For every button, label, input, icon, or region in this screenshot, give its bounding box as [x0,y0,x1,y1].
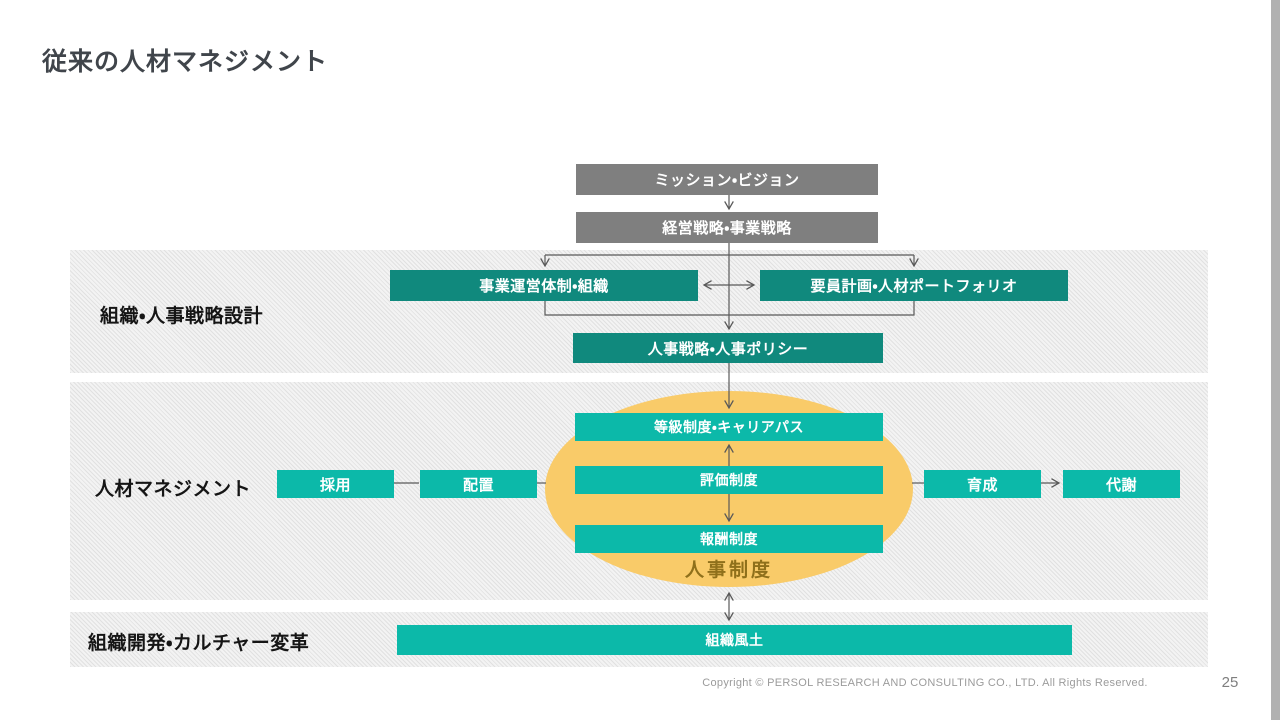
box-evaluation-system: 評価制度 [575,466,883,494]
box-compensation-system: 報酬制度 [575,525,883,553]
box-business-structure: 事業運営体制・組織 [390,270,698,301]
box-mission-vision: ミッション・ビジョン [576,164,878,195]
box-workforce-portfolio: 要員計画・人材ポートフォリオ [760,270,1068,301]
box-turnover: 代謝 [1063,470,1180,498]
box-org-climate: 組織風土 [397,625,1072,655]
right-edge-strip [1271,0,1280,720]
box-recruit: 採用 [277,470,394,498]
label-strategy-design: 組織・人事戦略設計 [100,306,263,327]
page-number: 25 [1221,674,1239,691]
box-grade-system: 等級制度・キャリアパス [575,413,883,441]
box-hr-policy: 人事戦略・人事ポリシー [573,333,883,363]
label-talent-management: 人材マネジメント [95,479,252,500]
box-management-strategy: 経営戦略・事業戦略 [576,212,878,243]
slide-title: 従来の人材マネジメント [42,48,329,76]
label-culture-change: 組織開発・カルチャー変革 [88,633,310,654]
label-hr-system: 人事制度 [684,560,773,581]
box-placement: 配置 [420,470,537,498]
footer-copyright: Copyright © PERSOL RESEARCH AND CONSULTI… [702,677,1148,689]
box-development: 育成 [924,470,1041,498]
